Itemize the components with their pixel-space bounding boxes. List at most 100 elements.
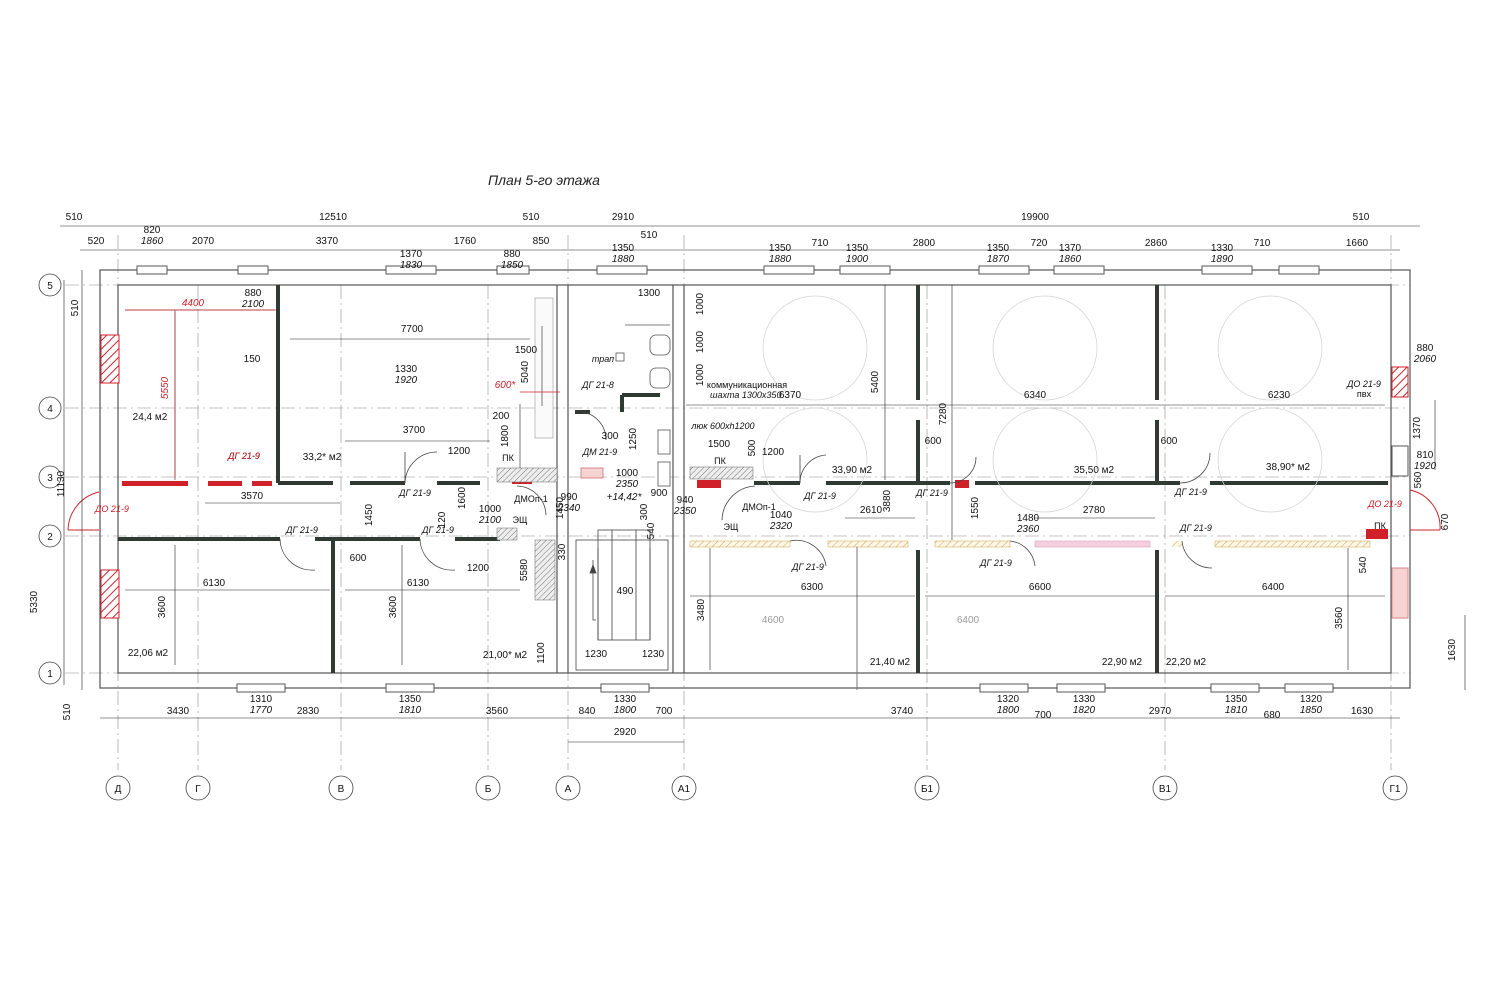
- row-axis-bubble: [38, 465, 62, 489]
- interior-dimension: 1250: [628, 427, 639, 450]
- column-axis-label: А1: [678, 784, 691, 795]
- door-label: ДГ 21-9: [979, 558, 1012, 568]
- row-axis-label: 4: [47, 404, 53, 415]
- top-outer-dimension: 12510: [319, 212, 347, 223]
- column-axis-label: Б: [485, 784, 492, 795]
- column-axis-label: В1: [1159, 784, 1172, 795]
- door-label: ДМОп-1: [514, 494, 547, 504]
- column-axis-label: А: [565, 784, 572, 795]
- top-dimension: 1760: [454, 236, 477, 247]
- bottom-dimension: 2920: [614, 727, 637, 738]
- room-area: 22,06 м2: [128, 648, 169, 659]
- left-dimension: 510: [70, 299, 81, 316]
- interior-dimension: 6130: [203, 578, 226, 589]
- door-label: ДГ 21-9: [1179, 523, 1212, 533]
- interior-dimension: 600: [1161, 436, 1178, 447]
- dimension-lines: [60, 225, 1466, 743]
- window-width: 1370: [400, 249, 423, 260]
- window-width: 820: [144, 225, 161, 236]
- window-width: 1350: [612, 243, 635, 254]
- interior-dimension: 1800: [500, 424, 511, 447]
- window-width: 1350: [846, 243, 869, 254]
- column-axis-bubble: [1152, 775, 1178, 801]
- right-window-height: 1920: [1414, 461, 1437, 472]
- row-axis-label: 1: [47, 669, 53, 680]
- bottom-dimension: 840: [579, 706, 596, 717]
- top-dimension: 720: [1031, 238, 1048, 249]
- room-area: 22,20 м2: [1166, 657, 1207, 668]
- bottom-window-height: 1800: [997, 705, 1020, 716]
- interior-dimension: 600: [925, 436, 942, 447]
- interior-dimension: 3600: [388, 595, 399, 618]
- door-label: ДГ 21-8: [581, 380, 614, 390]
- interior-dimension: 2780: [1083, 505, 1106, 516]
- room-area: 21,40 м2: [870, 657, 911, 668]
- cabinet-label: ПК: [502, 453, 514, 463]
- interior-dimension: 490: [617, 586, 634, 597]
- column-axis-label: Д: [115, 784, 122, 795]
- window-width: 1350: [987, 243, 1010, 254]
- opening-size: 2350: [673, 506, 697, 517]
- column-axis-bubble: [555, 775, 581, 801]
- outer-walls: [99, 269, 1411, 689]
- room-area: 38,90* м2: [1266, 462, 1311, 473]
- row-axis-bubble: [38, 396, 62, 420]
- top-dimension: 850: [533, 236, 550, 247]
- opening-size: 2340: [557, 503, 581, 514]
- top-dimension: 2800: [913, 238, 936, 249]
- bottom-window-height: 1770: [250, 705, 273, 716]
- door-label: ДГ 21-9: [227, 451, 260, 461]
- dimension-label: 3880: [882, 489, 893, 512]
- row-axis-label: 3: [47, 473, 53, 484]
- window-width: 1370: [1059, 243, 1082, 254]
- top-dimension: 1660: [1346, 238, 1369, 249]
- interior-dimension: 1450: [555, 496, 566, 519]
- interior-dimension: 1450: [364, 503, 375, 526]
- interior-dimension: 540: [646, 522, 657, 539]
- interior-dimension: 1500: [515, 345, 538, 356]
- right-dimension: 1630: [1447, 638, 1458, 661]
- stair-flight: [575, 529, 669, 671]
- window-height: 1850: [501, 260, 524, 271]
- bottom-window-width: 1350: [1225, 694, 1248, 705]
- column-axis-label: Г: [195, 784, 201, 795]
- window-height: 1900: [846, 254, 869, 265]
- red-dimension: 4400: [182, 298, 205, 309]
- column-axis-bubble: [914, 775, 940, 801]
- right-dimension: 560: [1413, 471, 1424, 488]
- dimension-label: 900: [651, 488, 668, 499]
- interior-dimension: 6300: [801, 582, 824, 593]
- door-label: ДГ 21-9: [803, 491, 836, 501]
- opening-size: 1040: [770, 510, 793, 521]
- interior-dimension: 600: [350, 553, 367, 564]
- window-width: 880: [245, 288, 262, 299]
- opening-size: 2320: [769, 521, 793, 532]
- side-windows: [100, 334, 1409, 619]
- interior-dimension: 7280: [938, 402, 949, 425]
- bottom-window-width: 1320: [1300, 694, 1323, 705]
- opening-size: 990: [561, 492, 578, 503]
- row-axis-bubble: [38, 661, 62, 685]
- interior-dimension: 2610: [860, 505, 883, 516]
- room-area: 33,2* м2: [303, 452, 342, 463]
- shaft-label: коммуникационная: [707, 380, 787, 390]
- axis-bubbles: [38, 273, 1408, 801]
- bottom-window-width: 1320: [997, 694, 1020, 705]
- bottom-dimension: 2970: [1149, 706, 1172, 717]
- top-dimension: 710: [812, 238, 829, 249]
- window-height: 1880: [769, 254, 792, 265]
- red-dimension: 5550: [160, 376, 171, 399]
- interior-dimension: 3560: [1334, 606, 1345, 629]
- right-window-height: 2060: [1413, 354, 1437, 365]
- door-label: ДГ 21-9: [1174, 487, 1207, 497]
- bottom-window-height: 1810: [399, 705, 422, 716]
- bottom-window-height: 1810: [1225, 705, 1248, 716]
- opening-size: 1920: [395, 375, 418, 386]
- top-outer-dimension: 510: [523, 212, 540, 223]
- door-label: ДГ 21-9: [227, 451, 260, 461]
- door-swings: [279, 411, 1213, 571]
- column-axis-bubble: [475, 775, 501, 801]
- door-label: ДМОп-1: [742, 502, 775, 512]
